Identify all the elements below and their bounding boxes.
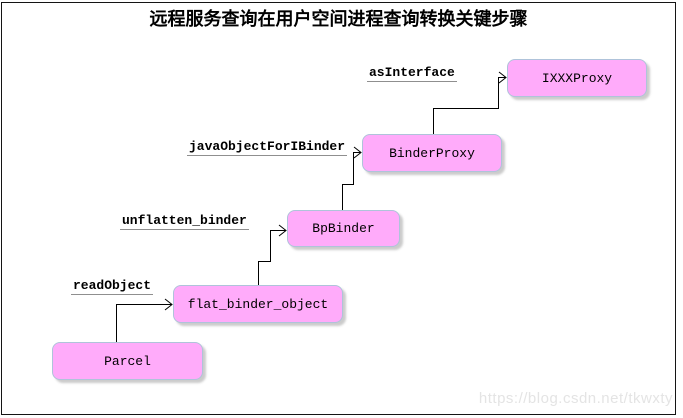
node-flat-binder-object: flat_binder_object xyxy=(173,285,343,323)
node-label: IXXXProxy xyxy=(541,70,613,86)
edge-label-asInterface: asInterface xyxy=(367,65,457,82)
edge-label-readObject: readObject xyxy=(71,278,154,295)
connector-readObject xyxy=(116,298,173,342)
node-binderproxy: BinderProxy xyxy=(362,134,502,172)
edge-label-javaObjectForIBinder: javaObjectForIBinder xyxy=(187,139,348,156)
watermark: https://blog.csdn.net/tkwxty xyxy=(478,390,673,407)
node-bpbinder: BpBinder xyxy=(287,210,400,247)
edge-label-unflatten-binder: unflatten_binder xyxy=(120,213,249,230)
node-label: BinderProxy xyxy=(389,145,475,161)
node-ixxxproxy: IXXXProxy xyxy=(507,59,647,97)
connector-unflatten-binder xyxy=(258,224,287,285)
connector-asInterface xyxy=(433,71,507,134)
diagram-title: 远程服务查询在用户空间进程查询转换关键步骤 xyxy=(149,9,528,29)
node-label: flat_binder_object xyxy=(187,296,329,312)
node-label: Parcel xyxy=(104,353,151,369)
connector-javaObjectForIBinder xyxy=(342,146,362,210)
node-parcel: Parcel xyxy=(52,342,203,380)
node-label: BpBinder xyxy=(312,221,375,236)
